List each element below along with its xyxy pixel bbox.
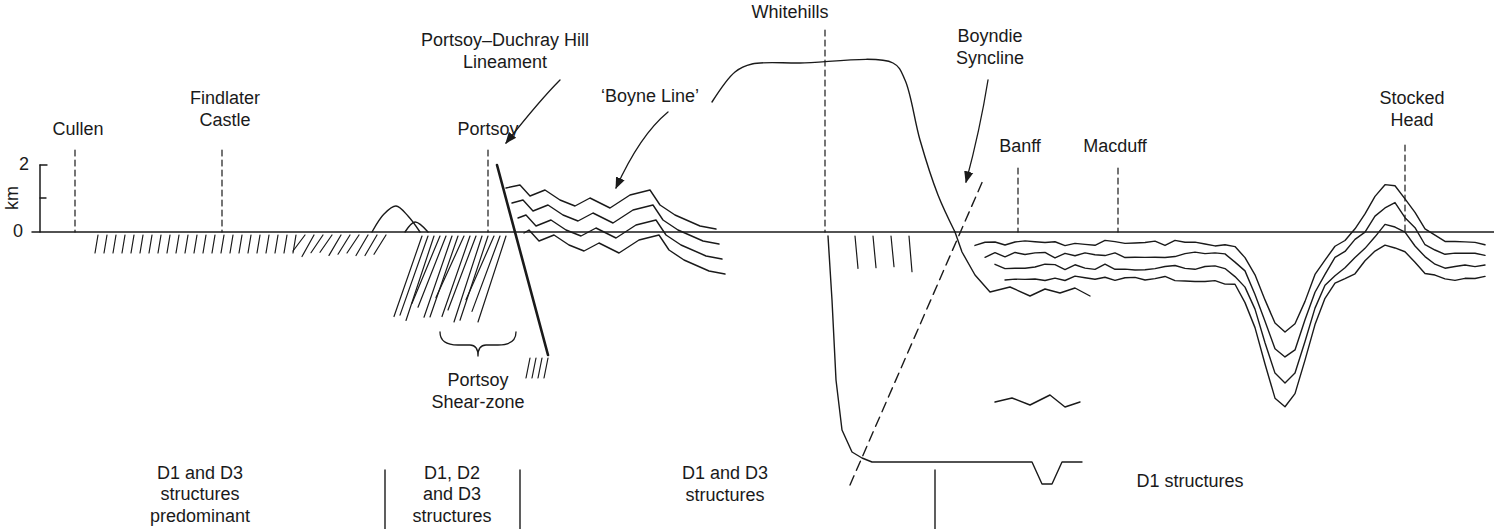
axis-unit: km: [2, 186, 24, 210]
cleavage-tick: [284, 235, 287, 253]
locality-line: [1017, 168, 1018, 232]
place-name: Macduff: [1083, 136, 1147, 158]
place-name: Whitehills: [751, 2, 828, 24]
shear-line: [544, 358, 548, 378]
cleavage-tick: [873, 236, 876, 268]
locality-line: [487, 150, 488, 232]
cleavage-tick: [221, 235, 224, 253]
syncline-axis: [850, 178, 984, 485]
lineament-fault: [497, 165, 548, 355]
cleavage-tick: [248, 235, 251, 253]
cleavage-tick: [293, 235, 305, 251]
structure-label: D1, D2 and D3 structures: [409, 462, 495, 527]
shear-line: [418, 236, 446, 307]
axis-label: 2: [19, 154, 29, 176]
cleavage-tick: [302, 235, 314, 257]
shear-line: [454, 236, 482, 322]
shear-line: [394, 236, 422, 317]
cleavage-tick: [95, 235, 98, 253]
structure-label: D1 and D3 structures predominant: [145, 462, 255, 527]
zone-divider: [384, 470, 385, 529]
place-name: Findlater Castle: [180, 88, 270, 131]
locality-line: [1117, 168, 1118, 232]
cleavage-tick: [855, 236, 858, 268]
leader-arrow: [966, 80, 988, 182]
feature-label: Portsoy–Duchray Hill Lineament: [405, 30, 605, 73]
feature-label: Portsoy Shear-zone: [428, 370, 528, 413]
cleavage-tick: [158, 235, 161, 253]
place-name: Cullen: [52, 119, 103, 141]
fold-trace: [1005, 245, 1485, 407]
cleavage-tick: [194, 235, 197, 253]
cleavage-tick: [266, 235, 269, 253]
cleavage-tick: [140, 235, 143, 253]
cleavage-tick: [909, 236, 912, 272]
zone-divider: [519, 470, 520, 529]
cleavage-tick: [113, 235, 116, 253]
zone-divider: [934, 470, 935, 529]
fold-trace: [524, 230, 725, 274]
cleavage-tick: [212, 235, 215, 253]
shear-line: [538, 358, 542, 378]
place-name: Banff: [999, 136, 1041, 158]
cleavage-tick: [149, 235, 152, 253]
shear-line: [526, 358, 530, 378]
cleavage-tick: [275, 235, 278, 253]
place-name: Portsoy: [457, 119, 518, 141]
locality-line: [824, 30, 825, 232]
scale-tick: [40, 197, 46, 198]
cleavage-tick: [185, 235, 188, 253]
cleavage-tick: [257, 235, 260, 253]
cleavage-tick: [239, 235, 242, 253]
structure-label: D1 structures: [1136, 471, 1243, 493]
cleavage-tick: [230, 235, 233, 253]
scale-tick: [40, 164, 47, 165]
fold-trace: [995, 224, 1485, 383]
fold-trace: [405, 222, 428, 232]
cleavage-tick: [122, 235, 125, 253]
cleavage-tick: [104, 235, 107, 253]
shear-line: [472, 236, 500, 311]
cleavage-tick: [320, 235, 332, 252]
axis-label: 0: [13, 221, 23, 243]
cleavage-tick: [167, 235, 170, 253]
leader-arrow: [616, 112, 668, 188]
fold-trace: [995, 395, 1080, 407]
shear-line: [412, 236, 440, 303]
ground-line: [32, 231, 1494, 233]
shear-line: [424, 236, 452, 317]
intrusion-outline: [712, 59, 955, 232]
cleavage-tick: [131, 235, 134, 253]
locality-line: [221, 150, 222, 232]
shear-zone-brace: [440, 332, 516, 356]
cleavage-tick: [176, 235, 179, 253]
feature-label: ‘Boyne Line’: [601, 86, 699, 108]
shear-line: [532, 358, 536, 378]
structure-label: D1 and D3 structures: [670, 463, 780, 506]
cleavage-tick: [347, 235, 359, 253]
fold-trace: [372, 206, 420, 232]
cleavage-tick: [374, 235, 386, 254]
locality-line: [74, 150, 75, 232]
shear-line: [478, 236, 506, 322]
feature-label: Boyndie Syncline: [950, 26, 1030, 69]
place-name: Stocked Head: [1372, 88, 1452, 131]
shear-line: [430, 236, 458, 317]
cleavage-tick: [203, 235, 206, 253]
cleavage-tick: [891, 236, 894, 267]
